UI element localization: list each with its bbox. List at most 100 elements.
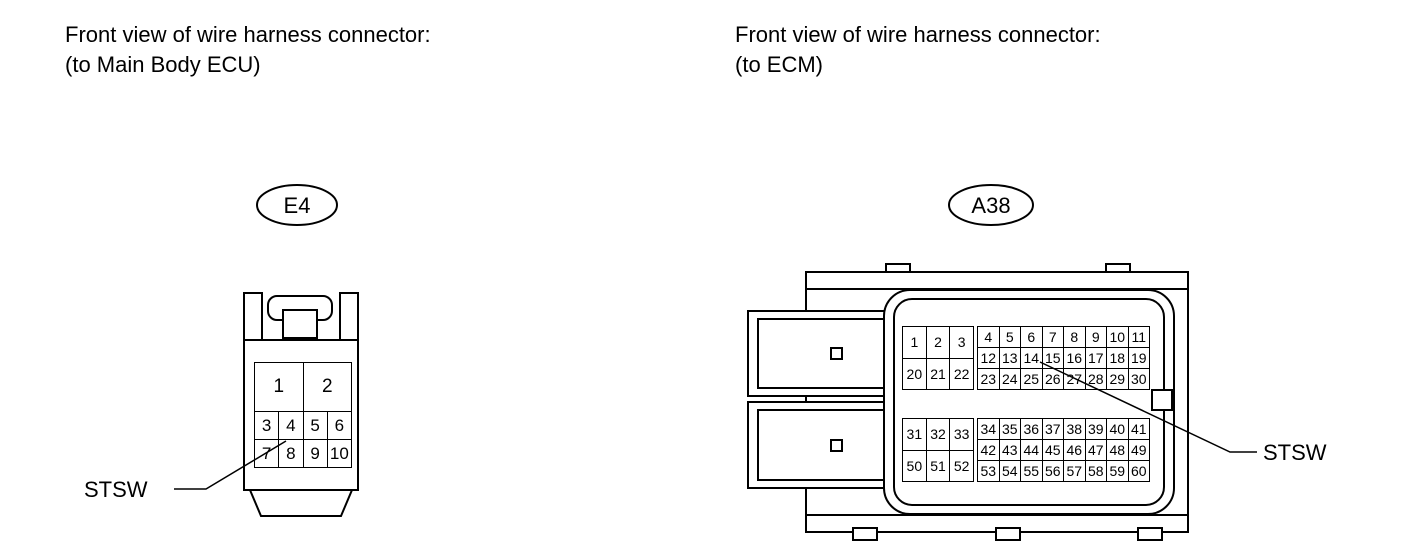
a38-left-lug-upper (747, 310, 887, 397)
pin-cell-53: 53 (977, 460, 1000, 482)
pin-cell-1: 1 (254, 362, 304, 412)
pin-cell-57: 57 (1063, 460, 1086, 482)
pin-cell-9: 9 (302, 439, 328, 468)
pin-cell-8: 8 (1063, 326, 1086, 348)
pin-cell-32: 32 (925, 418, 951, 451)
pin-cell-16: 16 (1063, 347, 1086, 369)
e4-latch-inner (282, 309, 318, 339)
pin-cell-6: 6 (1020, 326, 1043, 348)
a38-bottom-tab-1 (852, 527, 878, 541)
pin-cell-11: 11 (1127, 326, 1150, 348)
pin-cell-2: 2 (925, 326, 951, 359)
a38-signal-label: STSW (1263, 440, 1327, 465)
e4-id-ellipse (256, 184, 338, 226)
pin-cell-4: 4 (278, 411, 304, 440)
pin-cell-43: 43 (998, 439, 1021, 461)
pin-cell-15: 15 (1041, 347, 1064, 369)
pin-cell-59: 59 (1106, 460, 1129, 482)
pin-cell-8: 8 (278, 439, 304, 468)
pin-cell-30: 30 (1127, 368, 1150, 390)
pin-cell-2: 2 (302, 362, 352, 412)
pin-cell-1: 1 (902, 326, 927, 359)
pin-cell-27: 27 (1063, 368, 1086, 390)
e4-signal-label: STSW (84, 477, 148, 502)
a38-right-key-notch (1151, 389, 1173, 411)
pin-cell-25: 25 (1020, 368, 1043, 390)
pin-cell-41: 41 (1127, 418, 1150, 440)
a38-left-lug-lower-inner (757, 409, 886, 481)
a38-bottom-tab-3 (1137, 527, 1163, 541)
pin-cell-34: 34 (977, 418, 1000, 440)
pin-cell-36: 36 (1020, 418, 1043, 440)
pin-cell-20: 20 (902, 357, 927, 390)
pin-cell-22: 22 (949, 357, 975, 390)
a38-id-ellipse (948, 184, 1034, 226)
a38-lug-upper-key (830, 347, 843, 360)
pin-cell-3: 3 (949, 326, 975, 359)
a38-connector-id: A38 (971, 193, 1011, 218)
pin-cell-44: 44 (1020, 439, 1043, 461)
pin-cell-4: 4 (977, 326, 1000, 348)
pin-cell-33: 33 (949, 418, 975, 451)
pin-cell-48: 48 (1106, 439, 1129, 461)
pin-cell-38: 38 (1063, 418, 1086, 440)
e4-left-rail (243, 292, 263, 343)
pin-cell-49: 49 (1127, 439, 1150, 461)
pin-cell-50: 50 (902, 449, 927, 482)
pin-cell-56: 56 (1041, 460, 1064, 482)
pin-cell-52: 52 (949, 449, 975, 482)
pin-cell-29: 29 (1106, 368, 1129, 390)
pin-cell-9: 9 (1084, 326, 1107, 348)
pin-cell-26: 26 (1041, 368, 1064, 390)
pin-cell-6: 6 (326, 411, 352, 440)
pin-cell-21: 21 (925, 357, 951, 390)
pin-cell-23: 23 (977, 368, 1000, 390)
pin-cell-35: 35 (998, 418, 1021, 440)
a38-left-lug-lower (747, 401, 887, 489)
pin-cell-7: 7 (1041, 326, 1064, 348)
a38-lug-lower-key (830, 439, 843, 452)
pin-cell-39: 39 (1084, 418, 1107, 440)
pin-cell-10: 10 (1106, 326, 1129, 348)
pin-cell-10: 10 (326, 439, 352, 468)
pin-cell-12: 12 (977, 347, 1000, 369)
a38-left-lug-upper-inner (757, 318, 886, 389)
right-title-line2: (to ECM) (735, 52, 823, 77)
pin-cell-40: 40 (1106, 418, 1129, 440)
a38-bottom-tab-2 (995, 527, 1021, 541)
pin-cell-18: 18 (1106, 347, 1129, 369)
pin-cell-45: 45 (1041, 439, 1064, 461)
pin-cell-19: 19 (1127, 347, 1150, 369)
right-title-line1: Front view of wire harness connector: (735, 22, 1101, 47)
pin-cell-47: 47 (1084, 439, 1107, 461)
e4-connector-id: E4 (283, 193, 311, 218)
pin-cell-58: 58 (1084, 460, 1107, 482)
pin-cell-55: 55 (1020, 460, 1043, 482)
left-title-line1: Front view of wire harness connector: (65, 22, 431, 47)
pin-cell-54: 54 (998, 460, 1021, 482)
pin-cell-5: 5 (998, 326, 1021, 348)
pin-cell-3: 3 (254, 411, 280, 440)
pin-cell-46: 46 (1063, 439, 1086, 461)
pin-cell-7: 7 (254, 439, 280, 468)
e4-bottom-taper (248, 489, 354, 517)
pin-cell-51: 51 (925, 449, 951, 482)
pin-cell-5: 5 (302, 411, 328, 440)
